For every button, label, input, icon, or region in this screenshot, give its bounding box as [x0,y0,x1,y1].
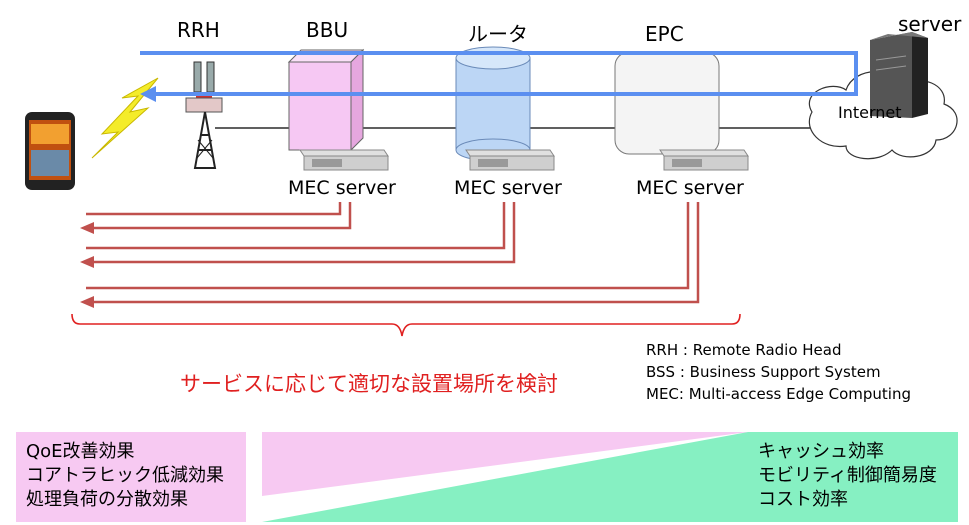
rrh-label: RRH [177,18,220,42]
left-benefit-item: コアトラヒック低減効果 [26,465,224,486]
mec-path-router-back [90,202,516,264]
range-brace [71,313,741,337]
mec-server-label-router: MEC server [454,177,562,199]
left-benefit-item: 処理負荷の分散効果 [26,489,188,510]
tower-server-icon [870,32,928,118]
antenna-tower-icon [185,61,223,169]
internet-label: Internet [838,103,902,122]
mec-path-bbu-back [90,202,352,230]
mec-arrowhead-3 [80,296,94,308]
mec-path-epc-back [90,202,700,304]
right-benefit-item: モビリティ制御簡易度 [758,465,937,486]
bbu-label: BBU [306,18,349,42]
epc-label: EPC [645,22,684,46]
mec-arrowhead-2 [80,256,94,268]
router-label: ルータ [468,22,528,46]
left-benefit-wedge [262,432,748,496]
mec-path-router-out [86,202,506,250]
data-path [140,51,858,96]
legend-bss: BSS : Business Support System [646,363,881,381]
mec-rack-server-icon-2 [465,149,555,171]
epc-box [614,51,720,155]
lightning-icon [91,77,159,159]
legend-mec: MEC: Multi-access Edge Computing [646,385,911,403]
mec-path-epc-out [86,202,690,290]
server-label: server [898,12,962,36]
mec-server-label-epc: MEC server [636,177,744,199]
right-benefit-box: キャッシュ効率 モビリティ制御簡易度 コスト効率 [748,432,958,522]
right-benefit-item: コスト効率 [758,489,848,510]
router-cylinder [455,46,531,162]
mec-path-bbu-out [86,202,342,216]
smartphone-icon [25,112,75,190]
mec-rack-server-icon-1 [299,149,389,171]
bbu-box [287,48,365,152]
right-benefit-item: キャッシュ効率 [758,441,884,462]
right-benefit-wedge [262,432,748,522]
mec-arrowhead-1 [80,222,94,234]
mec-server-label-bbu: MEC server [288,177,396,199]
placement-caption: サービスに応じて適切な設置場所を検討 [180,372,558,396]
left-benefit-item: QoE改善効果 [26,441,135,462]
data-path-arrowhead [140,86,156,102]
left-benefit-box: QoE改善効果 コアトラヒック低減効果 処理負荷の分散効果 [16,432,246,522]
mec-rack-server-icon-3 [659,149,749,171]
legend-rrh: RRH : Remote Radio Head [646,341,842,359]
